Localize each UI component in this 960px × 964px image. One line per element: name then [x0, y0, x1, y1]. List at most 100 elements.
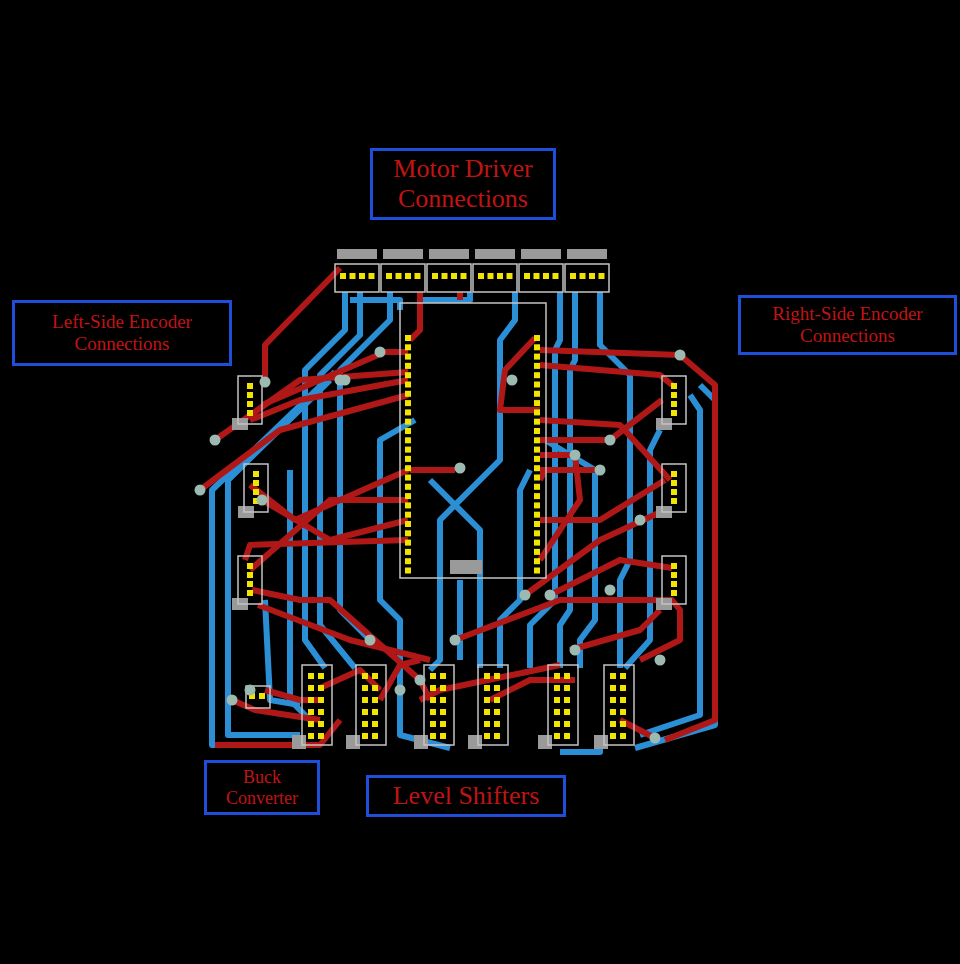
- solder-pad: [440, 673, 446, 679]
- solder-pad: [405, 512, 411, 518]
- solder-pad: [564, 721, 570, 727]
- solder-pad: [415, 273, 421, 279]
- solder-pad: [451, 273, 457, 279]
- label-box: Left-Side Encoder Connections: [12, 300, 232, 366]
- footprint-outline: [473, 264, 517, 292]
- footprint-outline: [244, 464, 268, 512]
- solder-pad: [620, 673, 626, 679]
- solder-pad: [430, 685, 436, 691]
- solder-pad: [589, 273, 595, 279]
- solder-pad: [405, 391, 411, 397]
- solder-pad: [405, 447, 411, 453]
- solder-pad: [430, 697, 436, 703]
- solder-pad: [534, 456, 540, 462]
- solder-pad: [534, 273, 540, 279]
- solder-pad: [259, 693, 265, 699]
- solder-pad: [534, 530, 540, 536]
- solder-pad: [405, 549, 411, 555]
- solder-pad: [671, 498, 677, 504]
- solder-pad: [671, 410, 677, 416]
- solder-pad: [494, 733, 500, 739]
- via: [375, 347, 386, 358]
- solder-pad: [534, 521, 540, 527]
- solder-pad: [534, 502, 540, 508]
- solder-pad: [318, 673, 324, 679]
- solder-pad: [362, 709, 368, 715]
- solder-pad: [484, 709, 490, 715]
- solder-pad: [318, 697, 324, 703]
- solder-pad: [534, 447, 540, 453]
- solder-pad: [610, 685, 616, 691]
- solder-pad: [405, 568, 411, 574]
- component-footprint: [538, 665, 578, 749]
- via: [605, 435, 616, 446]
- solder-pad: [318, 733, 324, 739]
- solder-pad: [362, 685, 368, 691]
- solder-pad: [671, 563, 677, 569]
- silkscreen-block: [429, 249, 469, 259]
- solder-pad: [478, 273, 484, 279]
- via: [395, 685, 406, 696]
- solder-pad: [564, 673, 570, 679]
- solder-pad: [671, 489, 677, 495]
- solder-pad: [440, 733, 446, 739]
- solder-pad: [671, 401, 677, 407]
- solder-pad: [534, 493, 540, 499]
- footprint-outline: [662, 376, 686, 424]
- solder-pad: [405, 502, 411, 508]
- label-box: Motor Driver Connections: [370, 148, 556, 220]
- footprint-outline: [427, 264, 471, 292]
- solder-pad: [564, 685, 570, 691]
- footprint-outline: [565, 264, 609, 292]
- label-text: Left-Side Encoder Connections: [21, 311, 223, 355]
- component-footprint: [335, 249, 379, 292]
- via: [260, 377, 271, 388]
- solder-pad: [253, 471, 259, 477]
- solder-pad: [359, 273, 365, 279]
- solder-pad: [405, 335, 411, 341]
- solder-pad: [372, 709, 378, 715]
- solder-pad: [534, 391, 540, 397]
- label-box: Buck Converter: [204, 760, 320, 815]
- solder-pad: [554, 685, 560, 691]
- solder-pad: [534, 437, 540, 443]
- solder-pad: [405, 558, 411, 564]
- solder-pad: [534, 363, 540, 369]
- solder-pad: [405, 465, 411, 471]
- solder-pad: [494, 697, 500, 703]
- footprint-outline: [238, 556, 262, 604]
- solder-pad: [350, 273, 356, 279]
- solder-pad: [308, 733, 314, 739]
- solder-pad: [308, 709, 314, 715]
- solder-pad: [534, 372, 540, 378]
- silkscreen-block: [594, 735, 608, 749]
- solder-pad: [362, 733, 368, 739]
- bottom-traces: [212, 292, 715, 752]
- via: [195, 485, 206, 496]
- footprint-outline: [662, 464, 686, 512]
- solder-pad: [671, 480, 677, 486]
- solder-pad: [671, 572, 677, 578]
- component-footprint: [656, 464, 686, 518]
- vias: [195, 347, 686, 744]
- via: [227, 695, 238, 706]
- solder-pad: [554, 721, 560, 727]
- silkscreen-block: [475, 249, 515, 259]
- solder-pad: [553, 273, 559, 279]
- silkscreen-block: [450, 560, 482, 574]
- footprint-outline: [478, 665, 508, 745]
- solder-pad: [405, 484, 411, 490]
- component-footprint: [473, 249, 517, 292]
- solder-pad: [405, 400, 411, 406]
- solder-pad: [534, 335, 540, 341]
- component-footprint: [427, 249, 471, 292]
- label-text: Right-Side Encoder Connections: [747, 303, 948, 347]
- via: [655, 655, 666, 666]
- component-footprint: [519, 249, 563, 292]
- solder-pad: [405, 372, 411, 378]
- solder-pad: [430, 733, 436, 739]
- solder-pad: [247, 401, 253, 407]
- solder-pad: [610, 697, 616, 703]
- solder-pad: [671, 581, 677, 587]
